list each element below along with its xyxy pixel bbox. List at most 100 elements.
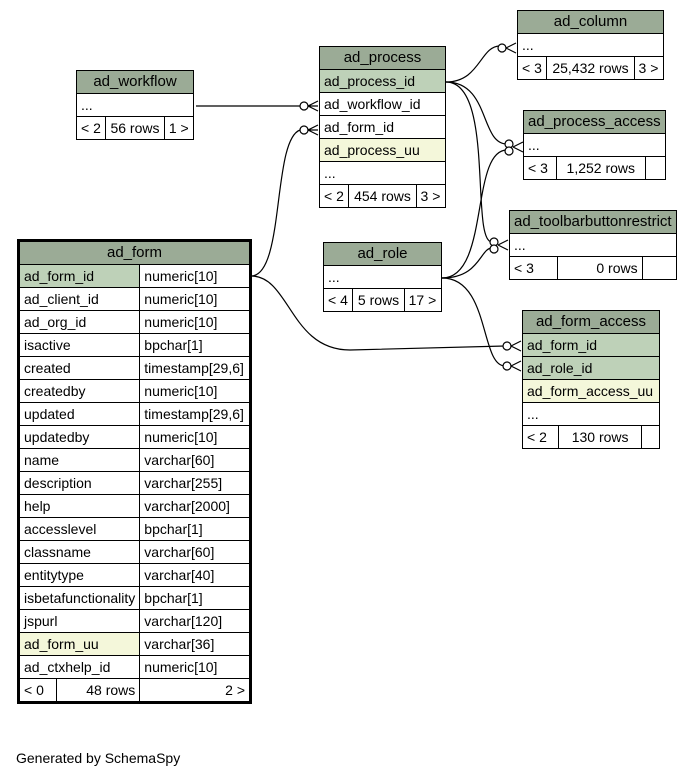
row-count: 56 rows (105, 116, 165, 140)
crowfoot-formaccess-1 (510, 340, 522, 352)
parents-count[interactable]: < 2 (75, 116, 107, 140)
children-count[interactable] (641, 425, 660, 449)
column-type: bpchar[1] (139, 517, 251, 541)
column-type: numeric[10] (139, 287, 251, 311)
marker-form-process (299, 125, 309, 135)
column-type: timestamp[29,6] (139, 402, 251, 426)
table-ad-column[interactable]: ad_column ... < 3 25,432 rows 3 > (516, 10, 665, 80)
column-name: help (17, 494, 141, 518)
table-ad-toolbarbuttonrestrict[interactable]: ad_toolbarbuttonrestrict ... < 3 0 rows (508, 210, 677, 280)
table-ad-form-access[interactable]: ad_form_access ad_form_id ad_role_id ad_… (521, 310, 660, 449)
column-type: numeric[10] (139, 264, 251, 288)
table-title: ad_workflow (76, 70, 194, 94)
column-name: ad_form_uu (17, 632, 141, 656)
row-count: 1,252 rows (555, 156, 646, 180)
row-count: 25,432 rows (546, 56, 635, 80)
column-type: numeric[10] (139, 379, 251, 403)
column-name: createdby (17, 379, 141, 403)
table-ad-role[interactable]: ad_role ... < 4 5 rows 17 > (322, 242, 443, 312)
column-type: varchar[255] (139, 471, 251, 495)
parents-count[interactable]: < 0 (18, 678, 57, 703)
column-row: ad_form_id (319, 115, 446, 139)
rel-role-access (441, 149, 508, 279)
crowfoot-workflow-process (307, 100, 319, 112)
marker-process-access-2 (504, 146, 514, 156)
parents-count[interactable]: < 4 (322, 288, 354, 312)
column-type: bpchar[1] (139, 333, 251, 357)
parents-count[interactable]: < 3 (516, 56, 548, 80)
row-count: 0 rows (557, 256, 643, 280)
column-name: isbetafunctionality (17, 586, 141, 610)
ellipsis-row: ... (319, 161, 446, 185)
column-name: ad_ctxhelp_id (17, 655, 141, 679)
row-count: 48 rows (55, 678, 141, 703)
rel-process-toolbar (445, 81, 493, 243)
column-name: entitytype (17, 563, 141, 587)
row-count: 5 rows (352, 288, 405, 312)
ellipsis-row: ... (76, 93, 194, 117)
column-row: ad_process_uu (319, 138, 446, 162)
column-row: ad_form_access_uu (522, 379, 660, 403)
column-type: varchar[120] (139, 609, 251, 633)
crowfoot-process-column (505, 42, 517, 54)
column-row: ad_workflow_id (319, 92, 446, 116)
parents-count[interactable]: < 2 (318, 184, 350, 208)
table-title: ad_process_access (523, 110, 666, 134)
table-ad-process[interactable]: ad_process ad_process_id ad_workflow_id … (318, 46, 447, 208)
parents-count[interactable]: < 3 (508, 256, 559, 280)
rel-role-formaccess (441, 277, 506, 367)
ellipsis-row: ... (517, 33, 664, 57)
table-ad-process-access[interactable]: ad_process_access ... < 3 1,252 rows (523, 110, 666, 180)
column-row: ad_process_id (319, 69, 446, 93)
column-name: name (17, 448, 141, 472)
column-name: accesslevel (17, 517, 141, 541)
column-type: numeric[10] (139, 310, 251, 334)
row-count: 454 rows (348, 184, 417, 208)
column-name: classname (17, 540, 141, 564)
children-count[interactable]: 3 > (415, 184, 447, 208)
rel-form-formaccess (250, 275, 506, 351)
children-count[interactable]: 1 > (163, 116, 195, 140)
column-name: updated (17, 402, 141, 426)
ellipsis-row: ... (509, 233, 677, 257)
column-type: bpchar[1] (139, 586, 251, 610)
column-row: ad_form_id (522, 333, 660, 357)
footer-credit: Generated by SchemaSpy (16, 750, 181, 766)
marker-formaccess-2 (502, 361, 512, 371)
children-count[interactable] (641, 256, 677, 280)
row-count: 130 rows (558, 425, 642, 449)
children-count[interactable] (644, 156, 666, 180)
crowfoot-process-access (512, 141, 524, 153)
children-count[interactable]: 17 > (403, 288, 443, 312)
parents-count[interactable]: < 3 (523, 156, 557, 180)
column-type: varchar[40] (139, 563, 251, 587)
marker-workflow-process (299, 101, 309, 111)
column-name: ad_client_id (17, 287, 141, 311)
children-count[interactable]: 2 > (139, 678, 251, 703)
rel-form-process (250, 129, 301, 277)
ellipsis-row: ... (323, 265, 442, 289)
table-ad-workflow[interactable]: ad_workflow ... < 2 56 rows 1 > (75, 70, 195, 140)
table-title: ad_role (323, 242, 442, 266)
column-type: varchar[60] (139, 540, 251, 564)
parents-count[interactable]: < 2 (521, 425, 560, 449)
table-title: ad_toolbarbuttonrestrict (509, 210, 677, 234)
children-count[interactable]: 3 > (633, 56, 665, 80)
column-row: ad_role_id (522, 356, 660, 380)
table-title: ad_column (517, 10, 664, 34)
